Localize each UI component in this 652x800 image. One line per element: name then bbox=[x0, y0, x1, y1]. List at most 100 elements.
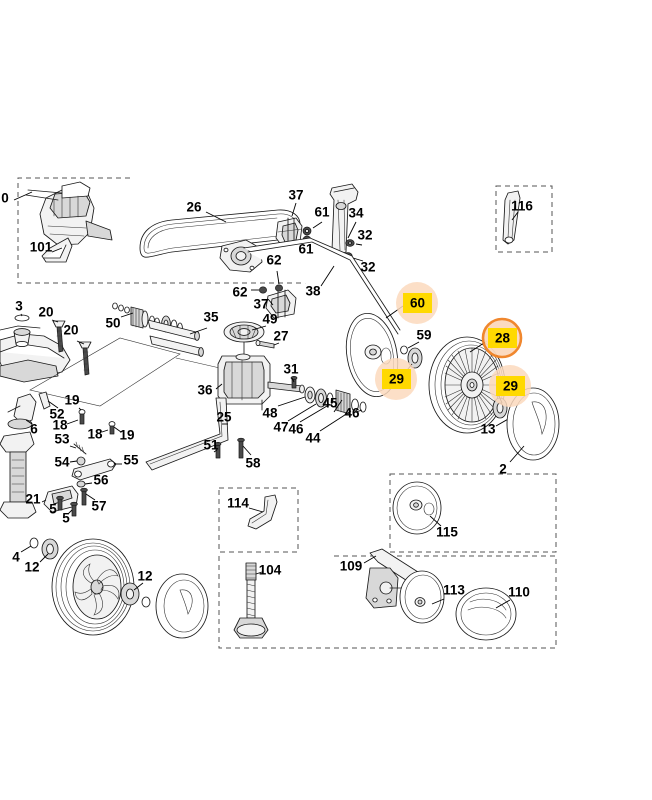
part-label-12-b: 12 bbox=[137, 569, 152, 584]
highlight-28-badge[interactable] bbox=[488, 328, 517, 348]
leader-18-b bbox=[101, 429, 109, 433]
part-label-6: 6 bbox=[30, 422, 38, 437]
part-104-spring-assembly bbox=[233, 562, 269, 639]
part-washer-46-r bbox=[359, 401, 367, 413]
part-113-disc bbox=[399, 570, 445, 624]
leader-19-a bbox=[78, 407, 82, 411]
part-label-18-a: 18 bbox=[52, 418, 68, 433]
highlight-layer: 60 28 29 29 bbox=[375, 282, 531, 407]
leader-32-top bbox=[355, 243, 363, 246]
leader-38 bbox=[320, 265, 335, 287]
leader-27 bbox=[273, 342, 280, 346]
leader-59 bbox=[407, 341, 420, 349]
part-label-101: 101 bbox=[30, 240, 53, 255]
part-label-46-m: 46 bbox=[288, 422, 304, 437]
leader-116 bbox=[511, 211, 519, 221]
part-label-20-a: 20 bbox=[38, 305, 53, 320]
part-bolt-18-b bbox=[109, 425, 115, 435]
leader-46-r bbox=[355, 409, 363, 413]
part-fastener-61-a bbox=[302, 226, 312, 236]
leader-54 bbox=[69, 460, 78, 463]
leader-26 bbox=[205, 211, 227, 223]
highlight-29-right-badge[interactable] bbox=[496, 376, 525, 396]
part-wheel-28 bbox=[428, 336, 506, 434]
leader-20-b bbox=[76, 340, 85, 345]
group-boxes bbox=[17, 177, 557, 649]
leader-37-low bbox=[267, 298, 274, 306]
leader-110 bbox=[495, 599, 511, 609]
part-wheel-bottom-left bbox=[51, 538, 135, 636]
highlight-60-label: 60 bbox=[410, 296, 425, 311]
part-label-27: 27 bbox=[273, 329, 288, 344]
part-label-46-r: 46 bbox=[344, 406, 360, 421]
part-label-47: 47 bbox=[273, 420, 288, 435]
part-bolt-56 bbox=[76, 480, 86, 488]
group-box-110 bbox=[334, 555, 557, 649]
part-washer-59 bbox=[400, 345, 408, 355]
part-label-26: 26 bbox=[186, 200, 202, 215]
part-lever-6 bbox=[7, 393, 37, 430]
leader-101 bbox=[51, 247, 63, 253]
part-label-25: 25 bbox=[216, 410, 232, 425]
highlight-28[interactable]: 28 bbox=[481, 317, 523, 359]
part-hub-12-a bbox=[41, 538, 59, 560]
highlight-60-badge[interactable] bbox=[403, 293, 432, 313]
part-115-disc bbox=[392, 481, 442, 535]
part-washer-44 bbox=[351, 398, 359, 412]
part-link-55 bbox=[71, 458, 117, 481]
leader-49 bbox=[251, 325, 267, 331]
part-bolt-5-a bbox=[56, 495, 64, 511]
leader-3 bbox=[20, 313, 23, 317]
part-bolt-20-b bbox=[78, 341, 92, 376]
highlight-60[interactable]: 60 bbox=[396, 282, 438, 324]
part-label-31: 31 bbox=[283, 362, 299, 377]
highlight-29-left-badge[interactable] bbox=[382, 369, 411, 389]
part-label-115: 115 bbox=[436, 525, 458, 540]
part-label-109: 109 bbox=[340, 559, 363, 574]
group-box-116 bbox=[495, 185, 553, 253]
part-label-59: 59 bbox=[416, 328, 431, 343]
leader-109 bbox=[363, 555, 377, 564]
part-label-53: 53 bbox=[54, 432, 70, 447]
leader-61-top bbox=[312, 221, 323, 229]
part-height-adjust bbox=[0, 431, 37, 519]
group-box-114 bbox=[218, 487, 299, 553]
part-deck-chassis bbox=[0, 325, 71, 383]
part-label-48: 48 bbox=[262, 406, 278, 421]
part-3-cap bbox=[13, 314, 31, 348]
highlight-29-right[interactable]: 29 bbox=[489, 365, 531, 407]
leader-56 bbox=[84, 482, 93, 485]
part-110-hubcap bbox=[455, 587, 517, 641]
leader-35 bbox=[189, 327, 208, 335]
part-spring-53 bbox=[73, 441, 87, 455]
part-label-100: 0 bbox=[1, 191, 9, 206]
part-bearing-29-left bbox=[407, 347, 423, 369]
leader-6 bbox=[25, 419, 33, 425]
part-label-37-low: 37 bbox=[253, 297, 268, 312]
part-label-50: 50 bbox=[105, 316, 120, 331]
leader-58 bbox=[242, 445, 252, 456]
part-hubcap-2 bbox=[506, 387, 560, 461]
leader-21 bbox=[41, 499, 47, 503]
leader-48 bbox=[277, 396, 306, 407]
part-label-34: 34 bbox=[348, 206, 364, 221]
part-bolt-18-a bbox=[79, 413, 85, 425]
part-label-18-b: 18 bbox=[87, 427, 103, 442]
part-fastener-62-b bbox=[275, 284, 283, 292]
part-bolt-57 bbox=[80, 487, 88, 506]
part-label-45: 45 bbox=[322, 396, 338, 411]
part-label-2: 2 bbox=[499, 462, 507, 477]
part-label-62-low: 62 bbox=[232, 285, 247, 300]
part-label-110: 110 bbox=[508, 585, 530, 600]
leader-20-a bbox=[51, 319, 59, 323]
leader-2 bbox=[509, 445, 525, 463]
part-label-35: 35 bbox=[203, 310, 219, 325]
highlight-29-left[interactable]: 29 bbox=[375, 358, 417, 400]
leader-47 bbox=[287, 403, 317, 422]
part-bracket-37-lower bbox=[265, 289, 297, 319]
part-label-62-mid: 62 bbox=[266, 253, 281, 268]
leader-57 bbox=[85, 493, 96, 501]
part-label-12-a: 12 bbox=[24, 560, 39, 575]
leader-37-top bbox=[291, 202, 297, 217]
